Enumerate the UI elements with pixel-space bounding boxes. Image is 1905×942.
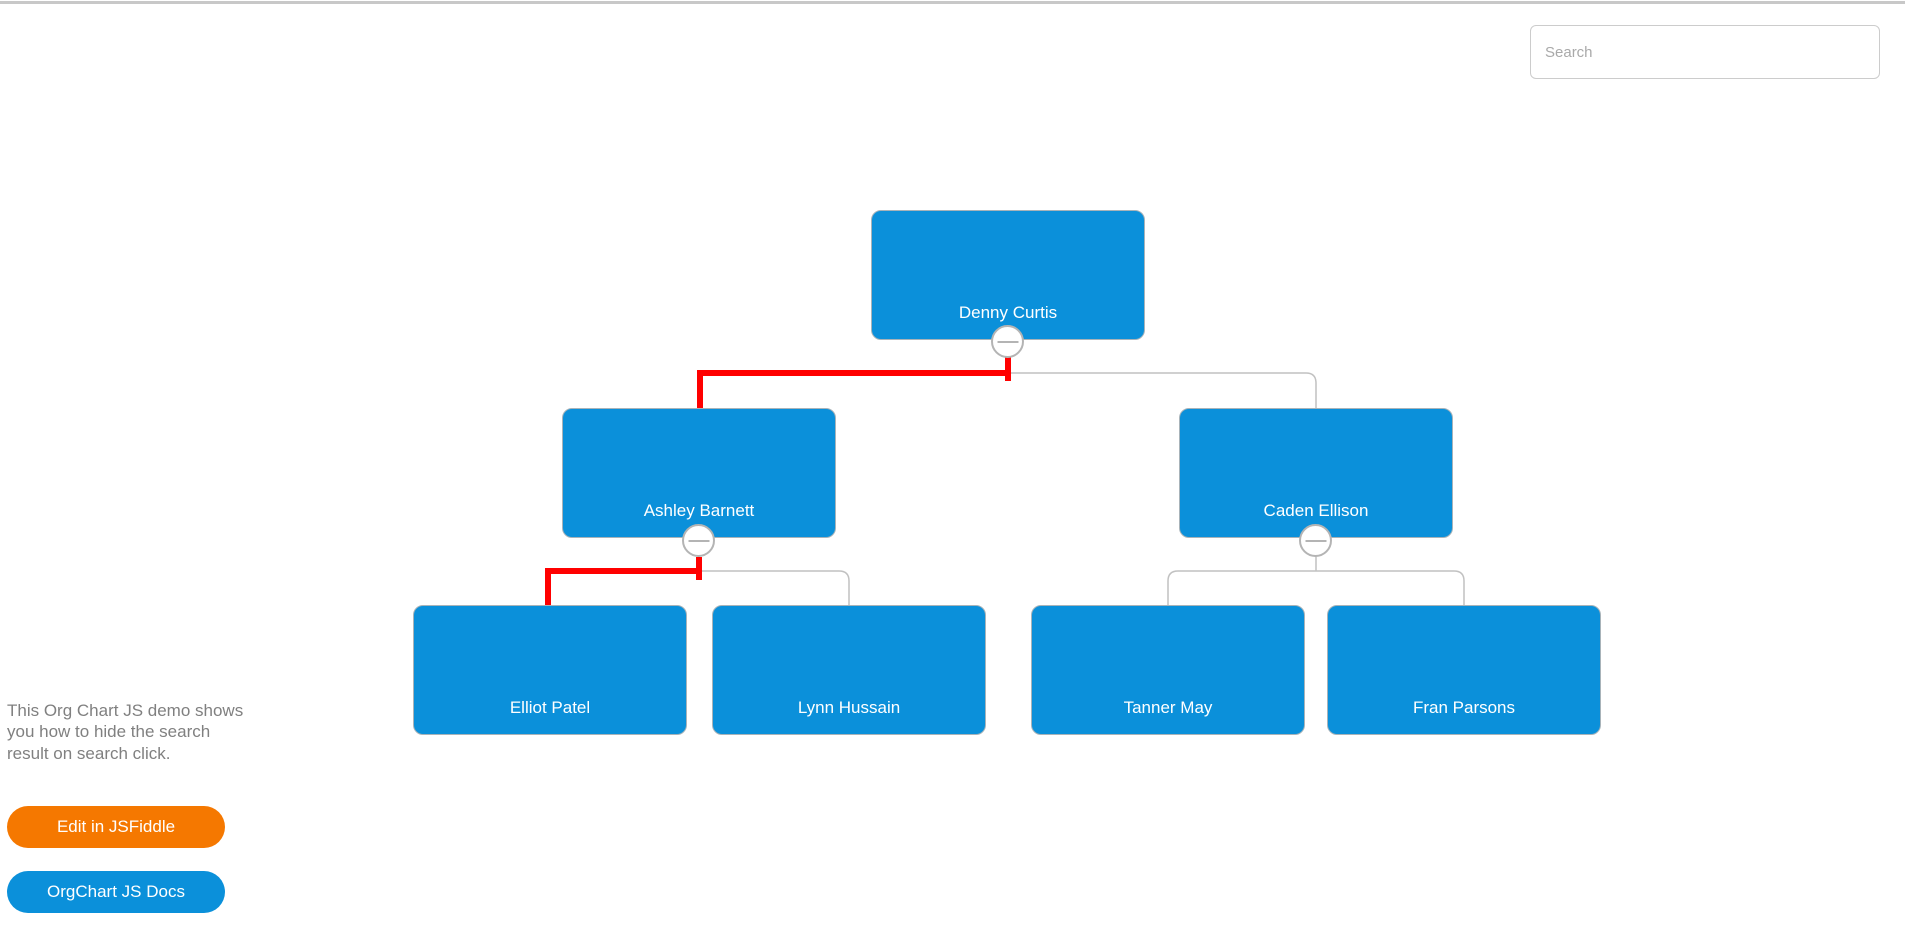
search-input[interactable] — [1530, 25, 1880, 79]
node-label: Lynn Hussain — [797, 698, 901, 717]
node-label: Tanner May — [1123, 698, 1213, 717]
node-label: Elliot Patel — [509, 698, 591, 717]
node-lynn-hussain[interactable]: Lynn Hussain — [712, 605, 986, 735]
page-top-divider — [0, 1, 1905, 4]
node-label: Ashley Barnett — [643, 501, 755, 520]
node-label: Caden Ellison — [1263, 501, 1369, 520]
node-label: Denny Curtis — [958, 303, 1058, 322]
node-denny-curtis[interactable]: Denny Curtis — [871, 210, 1145, 340]
highlighted-path-lines — [545, 355, 1011, 605]
edit-in-jsfiddle-button[interactable]: Edit in JSFiddle — [7, 806, 225, 848]
node-ashley-barnett[interactable]: Ashley Barnett — [562, 408, 836, 538]
info-panel: This Org Chart JS demo shows you how to … — [7, 700, 247, 913]
node-caden-ellison[interactable]: Caden Ellison — [1179, 408, 1453, 538]
minus-icon — [1305, 539, 1326, 542]
node-elliot-patel[interactable]: Elliot Patel — [413, 605, 687, 735]
node-tanner-may[interactable]: Tanner May — [1031, 605, 1305, 735]
demo-description: This Org Chart JS demo shows you how to … — [7, 701, 244, 763]
collapse-toggle-ashley-barnett[interactable] — [682, 524, 715, 557]
collapse-toggle-caden-ellison[interactable] — [1299, 524, 1332, 557]
node-label: Fran Parsons — [1412, 698, 1516, 717]
collapse-toggle-denny-curtis[interactable] — [991, 325, 1024, 358]
minus-icon — [688, 539, 709, 542]
node-fran-parsons[interactable]: Fran Parsons — [1327, 605, 1601, 735]
minus-icon — [997, 340, 1018, 343]
orgchart-docs-button[interactable]: OrgChart JS Docs — [7, 871, 225, 913]
